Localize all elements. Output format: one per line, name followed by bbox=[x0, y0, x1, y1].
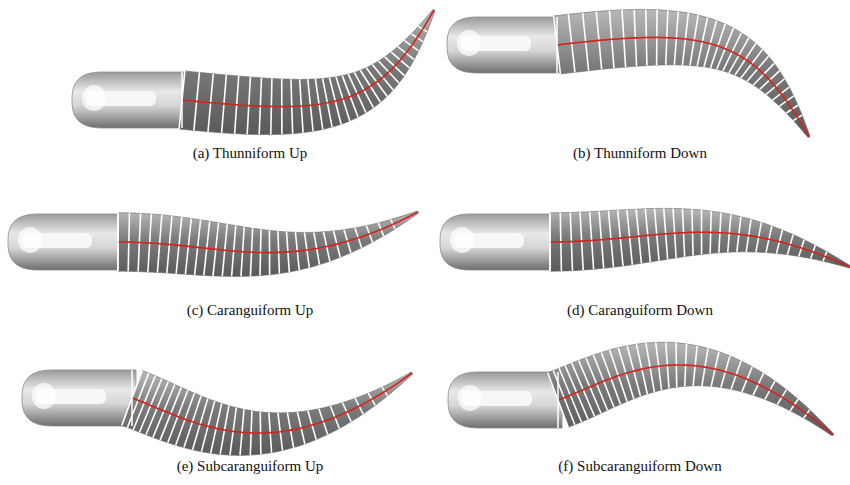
head-highlight bbox=[457, 30, 481, 56]
body-outline bbox=[548, 342, 834, 436]
backbone-curve bbox=[558, 365, 833, 435]
head-highlight bbox=[458, 385, 482, 411]
body-outline bbox=[122, 371, 413, 456]
body-segment bbox=[131, 370, 133, 426]
panel-caption: (c) Caranguiform Up bbox=[185, 302, 316, 319]
head-highlight bbox=[82, 85, 106, 111]
head-highlight bbox=[18, 227, 42, 253]
head-shell bbox=[8, 214, 122, 270]
body-segment bbox=[549, 214, 551, 270]
body-segment bbox=[181, 72, 183, 128]
backbone-curve bbox=[550, 232, 850, 267]
head-shell bbox=[72, 72, 186, 128]
head-highlight bbox=[450, 227, 474, 253]
body-segment bbox=[117, 213, 119, 271]
head-shell bbox=[448, 372, 562, 428]
panel-caption: (d) Caranguiform Down bbox=[565, 302, 715, 319]
body-outline bbox=[179, 9, 435, 134]
backbone-curve bbox=[557, 37, 809, 137]
head-shell bbox=[440, 214, 554, 270]
panel-caption: (a) Thunniform Up bbox=[191, 145, 310, 162]
body-outline bbox=[118, 211, 419, 277]
body-segment bbox=[549, 213, 551, 271]
body-outline bbox=[554, 9, 810, 137]
backbone-curve bbox=[118, 212, 418, 253]
head-shell bbox=[447, 17, 561, 73]
body-segment bbox=[556, 17, 558, 73]
head-highlight bbox=[32, 383, 56, 409]
backbone-curve bbox=[132, 373, 412, 433]
body-segment bbox=[557, 372, 559, 428]
backbone-curve bbox=[182, 10, 434, 107]
panel-caption: (b) Thunniform Down bbox=[571, 145, 709, 162]
body-outline bbox=[550, 208, 850, 271]
head-shell bbox=[22, 370, 136, 426]
panel-caption: (e) Subcaranguiform Up bbox=[175, 458, 326, 475]
body-segment bbox=[117, 214, 119, 270]
panel-caption: (f) Subcaranguiform Down bbox=[556, 458, 723, 475]
